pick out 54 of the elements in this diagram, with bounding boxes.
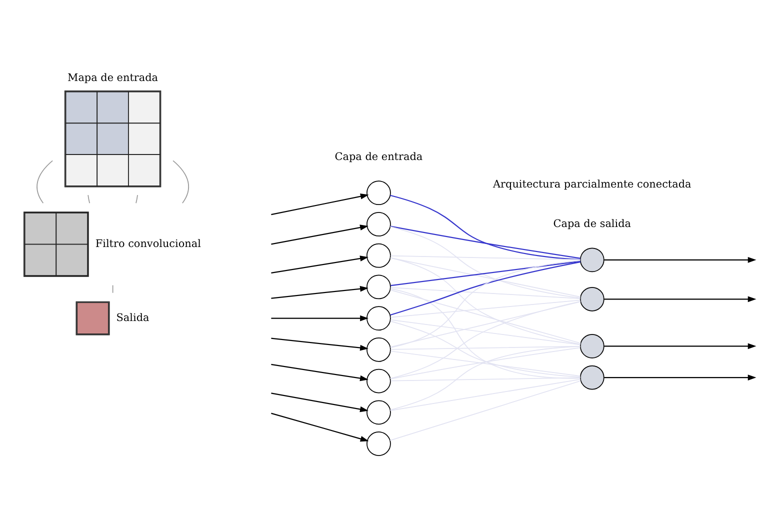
arrow xyxy=(604,374,756,380)
node-circle xyxy=(580,333,604,358)
node-label: Mapa de entrada xyxy=(68,71,158,84)
connector xyxy=(390,254,581,260)
arrow xyxy=(604,256,756,262)
connector xyxy=(390,380,582,440)
arrow xyxy=(604,342,756,349)
node-label: Filtro convolucional xyxy=(95,237,201,250)
node-circle xyxy=(366,306,391,330)
connector xyxy=(88,194,90,204)
connector xyxy=(390,226,581,298)
connector xyxy=(390,286,581,298)
connector xyxy=(390,225,580,258)
label: Capa de salida xyxy=(553,217,632,230)
arrow xyxy=(604,296,756,302)
node-circle xyxy=(580,286,604,311)
connector xyxy=(390,318,581,345)
node-circle xyxy=(366,431,391,456)
arrow xyxy=(271,412,369,442)
connector xyxy=(390,345,581,350)
connector xyxy=(172,160,189,204)
connector xyxy=(136,194,138,204)
connector xyxy=(390,260,580,286)
arrow xyxy=(271,314,368,321)
node-circle xyxy=(366,400,391,424)
connector xyxy=(390,289,582,344)
arrow xyxy=(271,363,368,381)
connector xyxy=(390,378,581,411)
arrow xyxy=(271,392,368,412)
connector xyxy=(390,299,581,318)
connector xyxy=(390,300,581,348)
node-circle xyxy=(580,364,604,390)
node-label: Salida xyxy=(116,312,150,324)
connector xyxy=(390,194,580,260)
connector xyxy=(390,376,581,381)
label: Capa de entrada xyxy=(334,150,423,162)
arrow xyxy=(271,224,368,244)
connector xyxy=(390,260,581,316)
connector xyxy=(390,345,581,410)
label: Arquitectura parcialmente conectada xyxy=(493,178,692,190)
arrow xyxy=(271,337,368,350)
arrow xyxy=(271,285,368,298)
connector xyxy=(390,320,581,377)
node-circle xyxy=(580,247,604,272)
connector xyxy=(390,256,581,297)
node-circle xyxy=(366,180,391,205)
node-circle xyxy=(366,368,391,393)
connector xyxy=(36,160,53,204)
node-circle xyxy=(366,274,391,299)
arrow xyxy=(271,193,369,215)
node-circle xyxy=(366,242,391,268)
arrow xyxy=(271,255,368,274)
node-circle xyxy=(366,212,391,236)
node-circle xyxy=(366,336,391,362)
